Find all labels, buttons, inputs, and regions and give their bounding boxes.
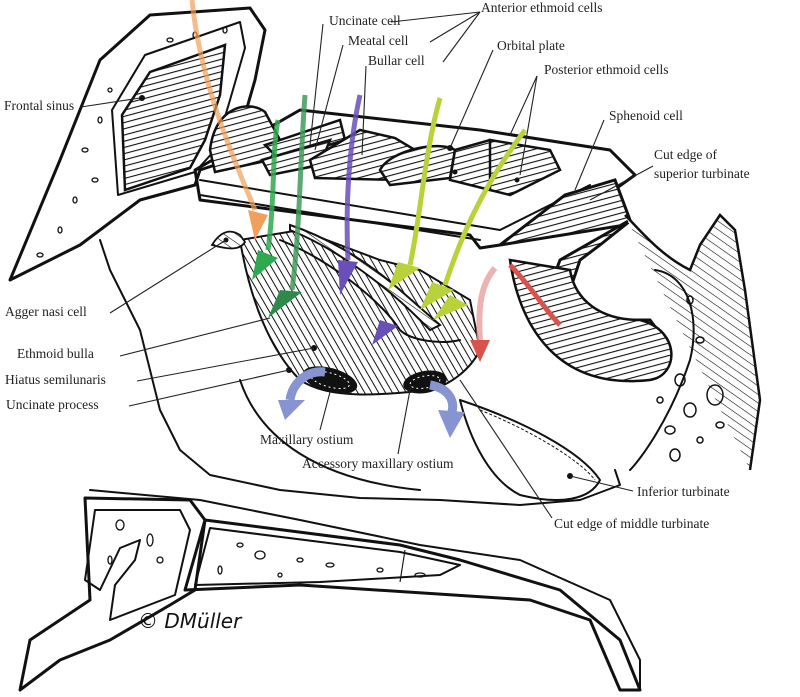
label-uncinate-process: Uncinate process (6, 397, 99, 412)
label-uncinate-cell: Uncinate cell (329, 13, 401, 28)
frontal-sinus-cavity (120, 43, 227, 192)
label-maxillary-ostium: Maxillary ostium (260, 432, 354, 447)
posterior-ethmoid-drainage-arrow-2-head (420, 282, 454, 310)
sphenoid-region (499, 178, 762, 471)
label-meatal-cell: Meatal cell (348, 33, 409, 48)
label-cut-edge-middle-turbinate: Cut edge of middle turbinate (554, 516, 710, 531)
hard-palate: © DMüller (18, 496, 642, 692)
artist-signature: © DMüller (138, 609, 243, 633)
label-ethmoid-bulla: Ethmoid bulla (17, 346, 94, 361)
accessory-ostium-drainage-arrow-head (438, 410, 465, 438)
posterior-ethmoid-drainage-arrow-1-head (388, 262, 420, 290)
label-posterior-ethmoid-cells: Posterior ethmoid cells (544, 62, 669, 77)
drainage-arrows (189, 0, 562, 438)
label-bullar-cell: Bullar cell (368, 53, 425, 68)
frontal-sinus-drainage-arrow-head (248, 210, 268, 240)
sphenoid-drainage-arrow-head (470, 340, 490, 362)
bullar-cell-drainage-arrow-head (338, 260, 358, 295)
frontal-sinus-drainage-arrow (189, 0, 258, 211)
posterior-ethmoid-drainage-arrow-3-head (433, 295, 468, 320)
accessory-ostium-drainage-arrow (428, 380, 458, 414)
label-agger-nasi-cell: Agger nasi cell (5, 304, 87, 319)
label-hiatus-semilunaris: Hiatus semilunaris (5, 372, 106, 387)
label-frontal-sinus: Frontal sinus (4, 98, 75, 113)
label-orbital-plate: Orbital plate (497, 38, 565, 53)
meatal-cell-drainage-arrow-head (268, 290, 302, 318)
label-anterior-ethmoid-cells: Anterior ethmoid cells (481, 0, 603, 15)
uncinate-process (289, 223, 442, 332)
label-inferior-turbinate: Inferior turbinate (637, 484, 730, 499)
lateral-nasal-wall-outline (89, 239, 641, 691)
sphenoid-cell (508, 258, 673, 383)
frontal-bone (8, 6, 267, 282)
label-sphenoid-cell: Sphenoid cell (609, 108, 683, 123)
bullar-cell-drainage-arrow (344, 94, 363, 261)
label-cut-edge-superior-turbinate-line2: superior turbinate (654, 166, 750, 181)
leader-lines (80, 11, 654, 519)
label-accessory-maxillary-ostium: Accessory maxillary ostium (302, 456, 454, 471)
uncinate-cell-drainage-arrow-head (252, 250, 278, 280)
posterior-ethmoid-drainage-arrow-1 (407, 97, 443, 266)
bullar-cell-drainage-arrow-2-head (372, 320, 398, 345)
ethmoid-cells (208, 105, 562, 197)
uncinate-cell-drainage-arrow (265, 119, 281, 251)
maxillary-ostium-drainage-arrow-head (278, 400, 305, 420)
sphenoid-drainage-arrow (508, 263, 562, 327)
posterior-ethmoid-drainage-arrow-2 (442, 128, 528, 286)
meatal-cell-drainage-arrow (289, 94, 308, 291)
label-cut-edge-superior-turbinate-line1: Cut edge of (654, 147, 717, 162)
maxillary-ostium-drainage-arrow (285, 367, 326, 401)
